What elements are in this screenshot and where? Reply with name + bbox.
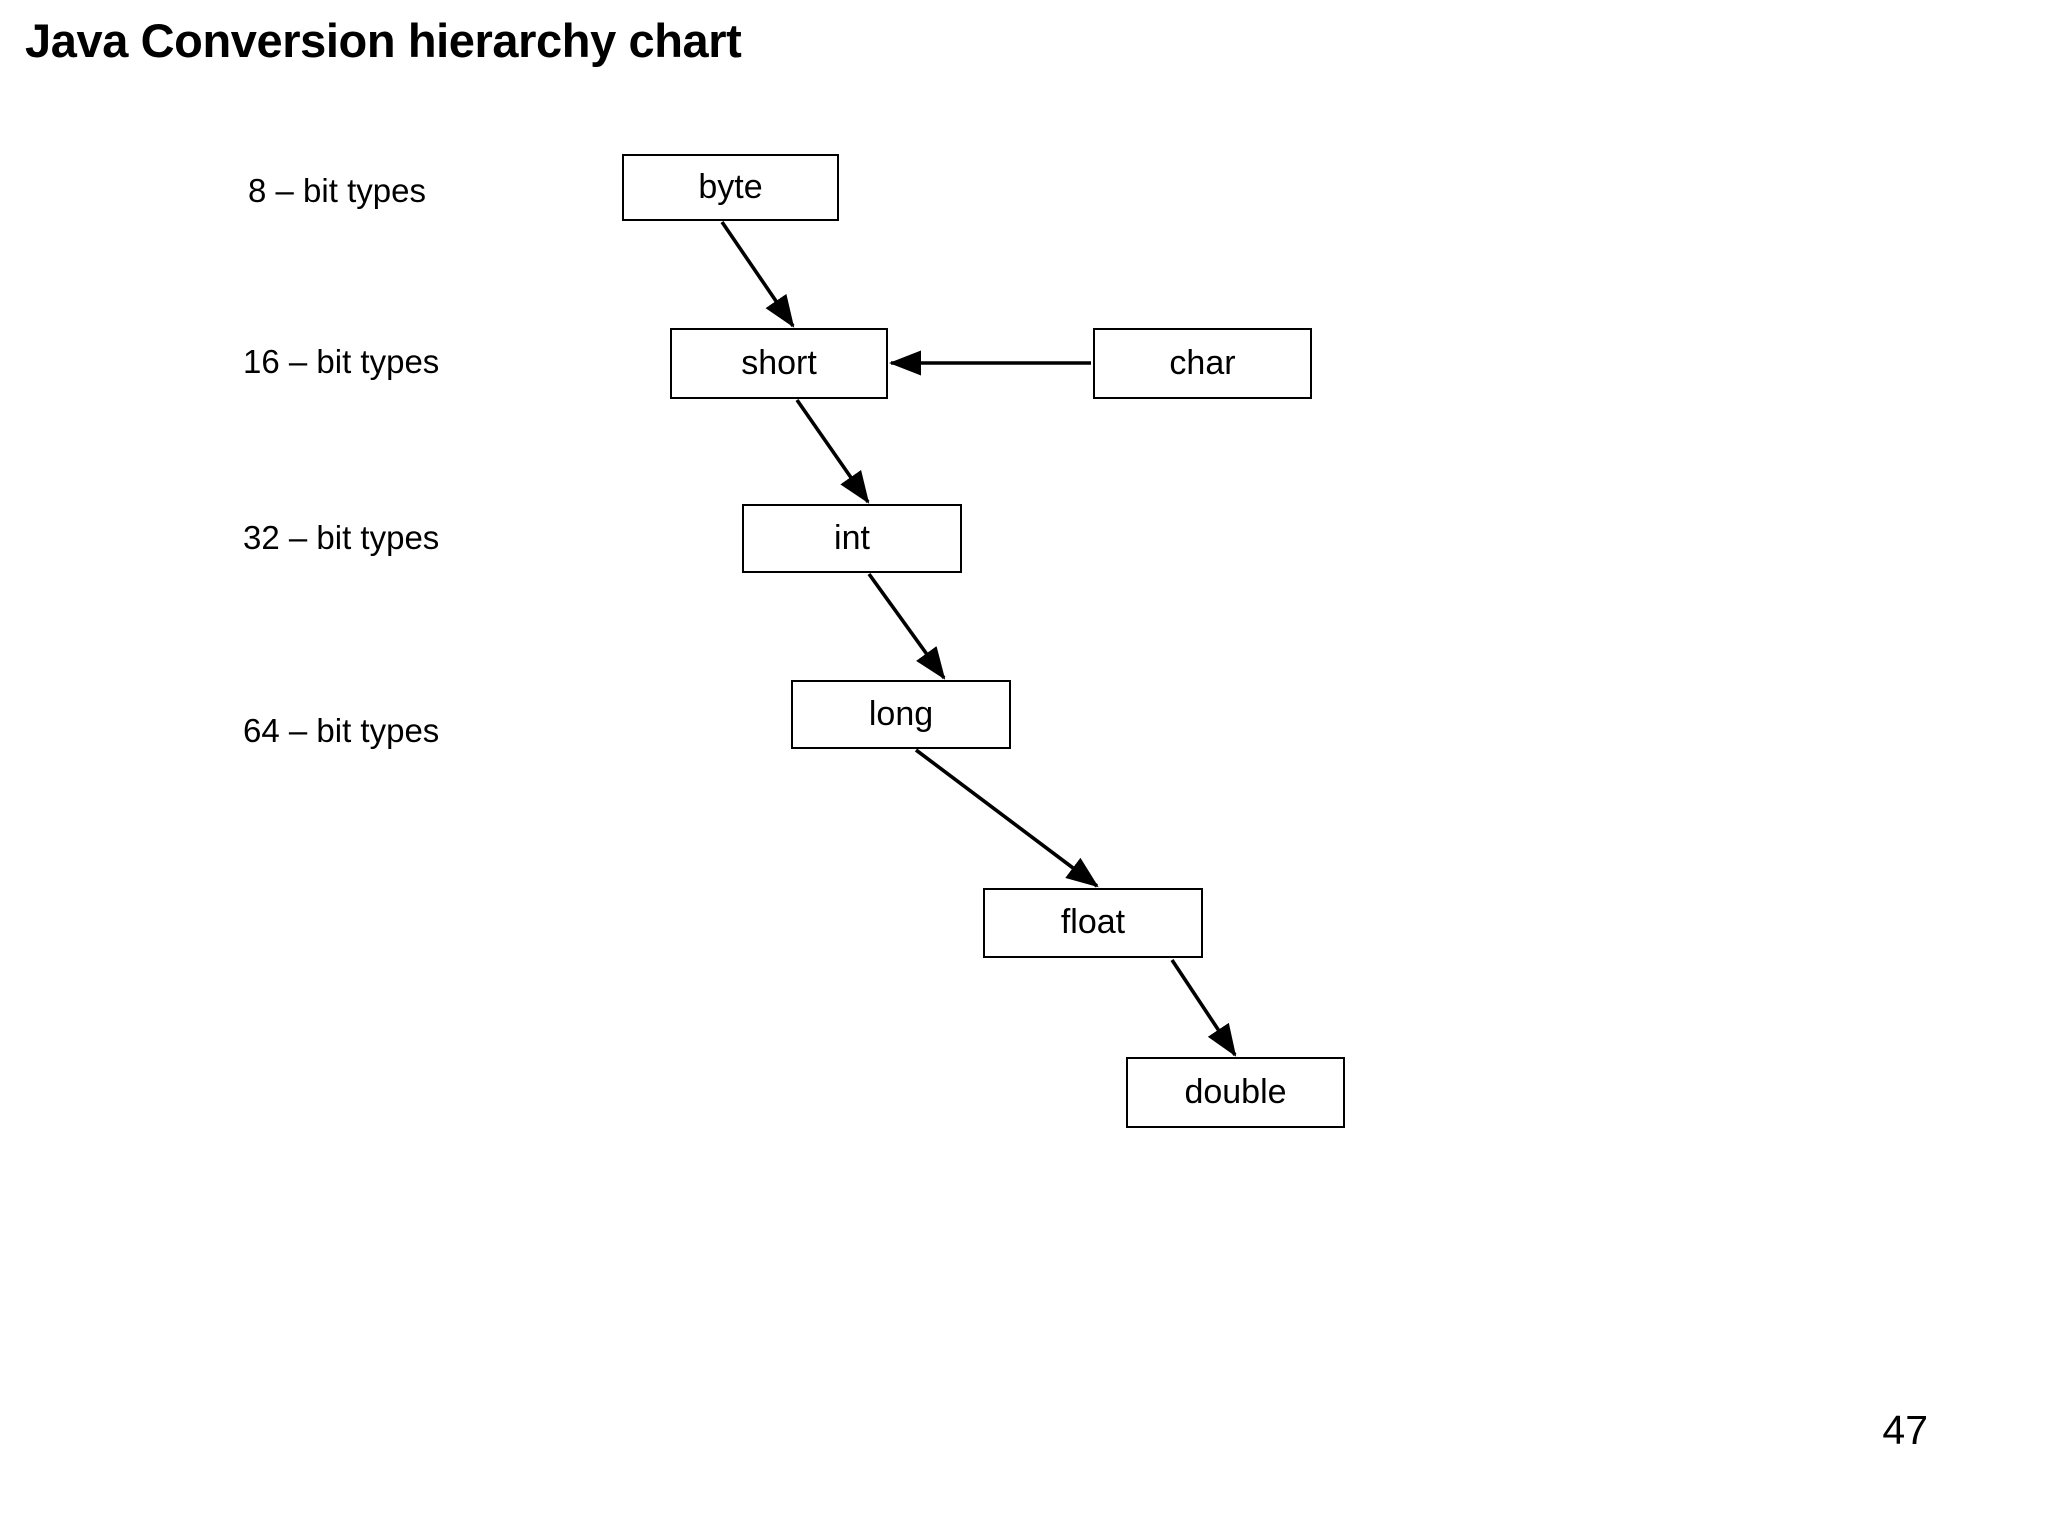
edge-float-to-double (1170, 959, 1237, 1057)
node-double-label: double (1184, 1072, 1287, 1111)
tier-label-8bit: 8 – bit types (248, 172, 426, 209)
node-int-label: int (834, 518, 870, 557)
page-number: 47 (1882, 1407, 1928, 1453)
node-byte[interactable]: byte (622, 154, 839, 221)
edge-int-to-long (867, 572, 946, 680)
node-byte-label: byte (698, 167, 763, 206)
node-int[interactable]: int (742, 504, 962, 573)
edge-long-to-float (914, 748, 1099, 888)
node-float-label: float (1060, 903, 1126, 941)
node-float[interactable]: float (983, 888, 1203, 958)
tier-label-64bit: 64 – bit types (243, 712, 440, 749)
node-char[interactable]: char (1093, 328, 1312, 399)
node-short[interactable]: short (670, 328, 888, 399)
node-long-label: long (868, 694, 934, 733)
edge-short-to-int (795, 398, 870, 504)
page-title: Java Conversion hierarchy chart (25, 14, 742, 67)
tier-label-16bit: 16 – bit types (243, 343, 440, 380)
node-double[interactable]: double (1126, 1057, 1345, 1128)
tier-label-32bit: 32 – bit types (243, 519, 440, 556)
node-short-label: short (741, 343, 817, 382)
node-char-label: char (1169, 343, 1236, 382)
edge-byte-to-short (720, 220, 795, 328)
node-long[interactable]: long (791, 680, 1011, 749)
